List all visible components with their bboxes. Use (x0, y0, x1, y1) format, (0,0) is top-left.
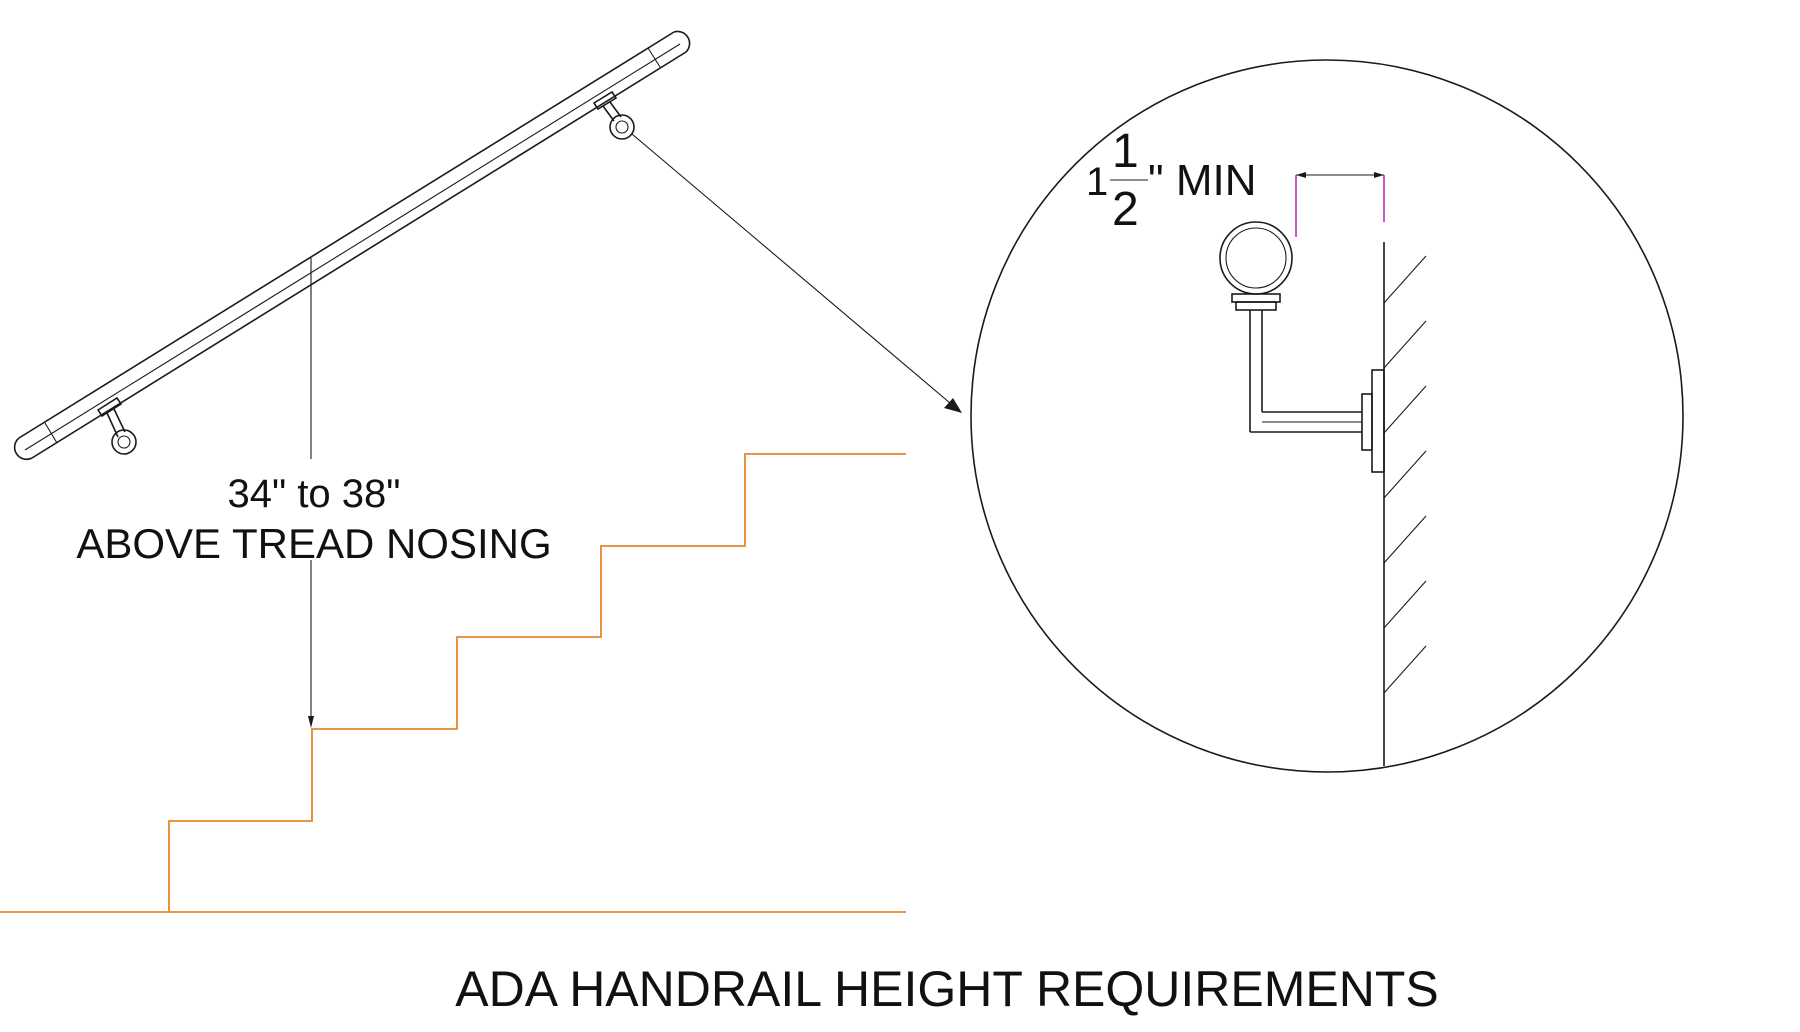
clearance-suffix: " MIN (1148, 156, 1257, 205)
detail-circle (970, 59, 1684, 773)
height-description-label: ABOVE TREAD NOSING (76, 520, 551, 567)
rail-section (1219, 221, 1293, 295)
clearance-whole: 1 (1086, 160, 1108, 204)
clearance-label: 1 1 2 " MIN (1086, 125, 1257, 236)
callout-leader (631, 133, 962, 413)
stair-steps (0, 453, 906, 913)
stair-profile (0, 453, 906, 913)
lower-bracket (96, 396, 137, 455)
height-dimension (308, 258, 314, 728)
wall-hatch (1383, 255, 1427, 694)
detail-handrail (1219, 221, 1385, 473)
clearance-denominator: 2 (1112, 183, 1139, 236)
clearance-numerator: 1 (1112, 125, 1139, 178)
diagram-title: ADA HANDRAIL HEIGHT REQUIREMENTS (455, 961, 1439, 1017)
height-value-label: 34" to 38" (228, 472, 401, 516)
handrail (13, 30, 691, 461)
wall (1383, 242, 1427, 766)
clearance-dimension (1295, 172, 1385, 237)
upper-bracket (592, 90, 635, 140)
